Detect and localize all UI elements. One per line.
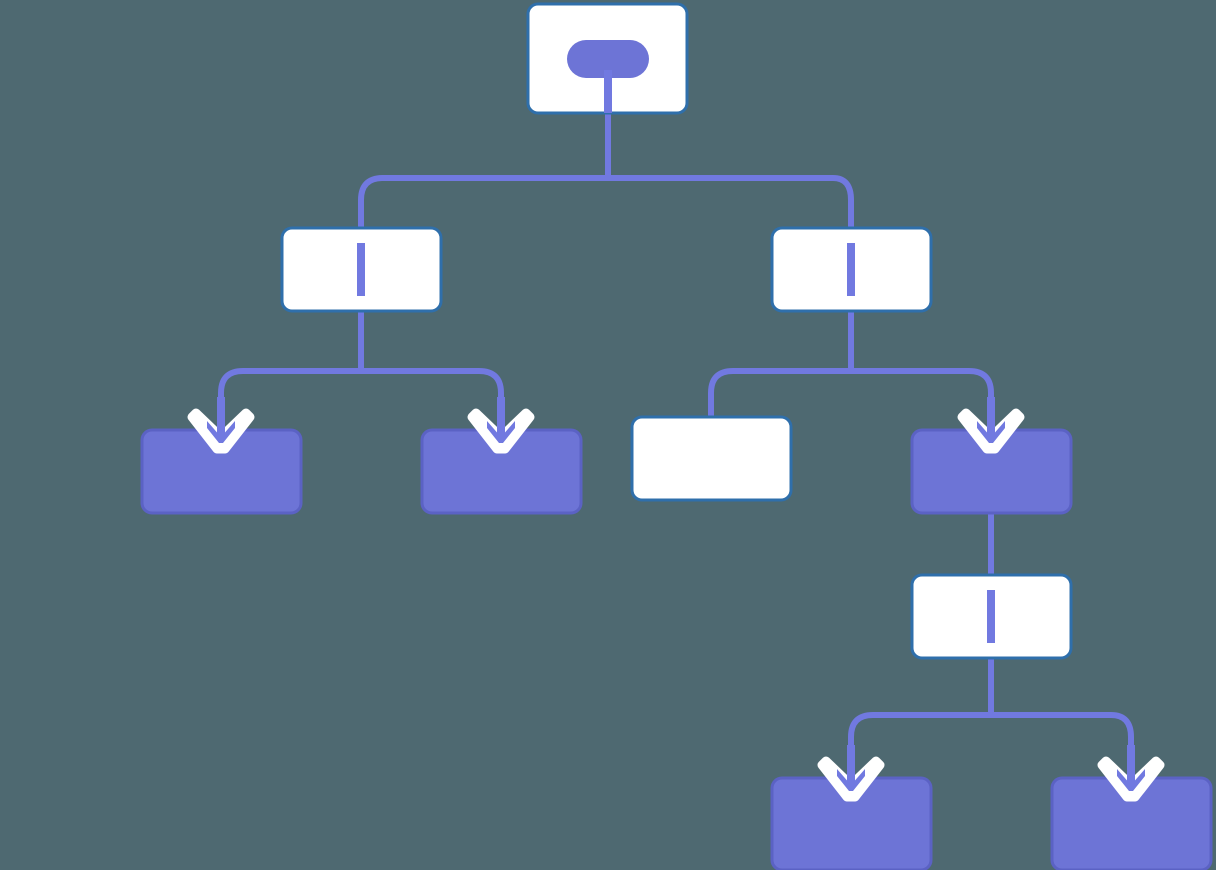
arrowhead-into-r4a [822,745,880,797]
node-root-pill [567,40,649,78]
edge-r1-drop-a [708,368,734,417]
edge-r1-drop-b [968,368,994,425]
arrowhead-into-l2a [192,397,250,449]
arrowhead-into-l2b [472,397,530,449]
edge-root-drop-right [832,175,854,310]
node-r3-through-line [987,590,995,643]
node-root[interactable] [526,2,689,115]
node-r1[interactable] [770,226,933,313]
node-r2a-box [630,415,793,502]
node-l1-through-line [357,243,365,296]
node-r2a[interactable] [630,415,793,502]
node-root-pill-stem [604,70,612,113]
node-r1-through-line [847,243,855,296]
arrowhead-into-r4b [1102,745,1160,797]
node-r3[interactable] [910,573,1073,660]
edge-r3-drop-a [848,712,874,772]
edge-root-drop-left [358,175,384,310]
edge-l1-drop-a [218,368,244,425]
arrowhead-into-r2b [962,397,1020,449]
edge-l1-drop-b [478,368,504,425]
node-l1[interactable] [280,226,443,313]
edge-r3-drop-b [1110,712,1134,772]
